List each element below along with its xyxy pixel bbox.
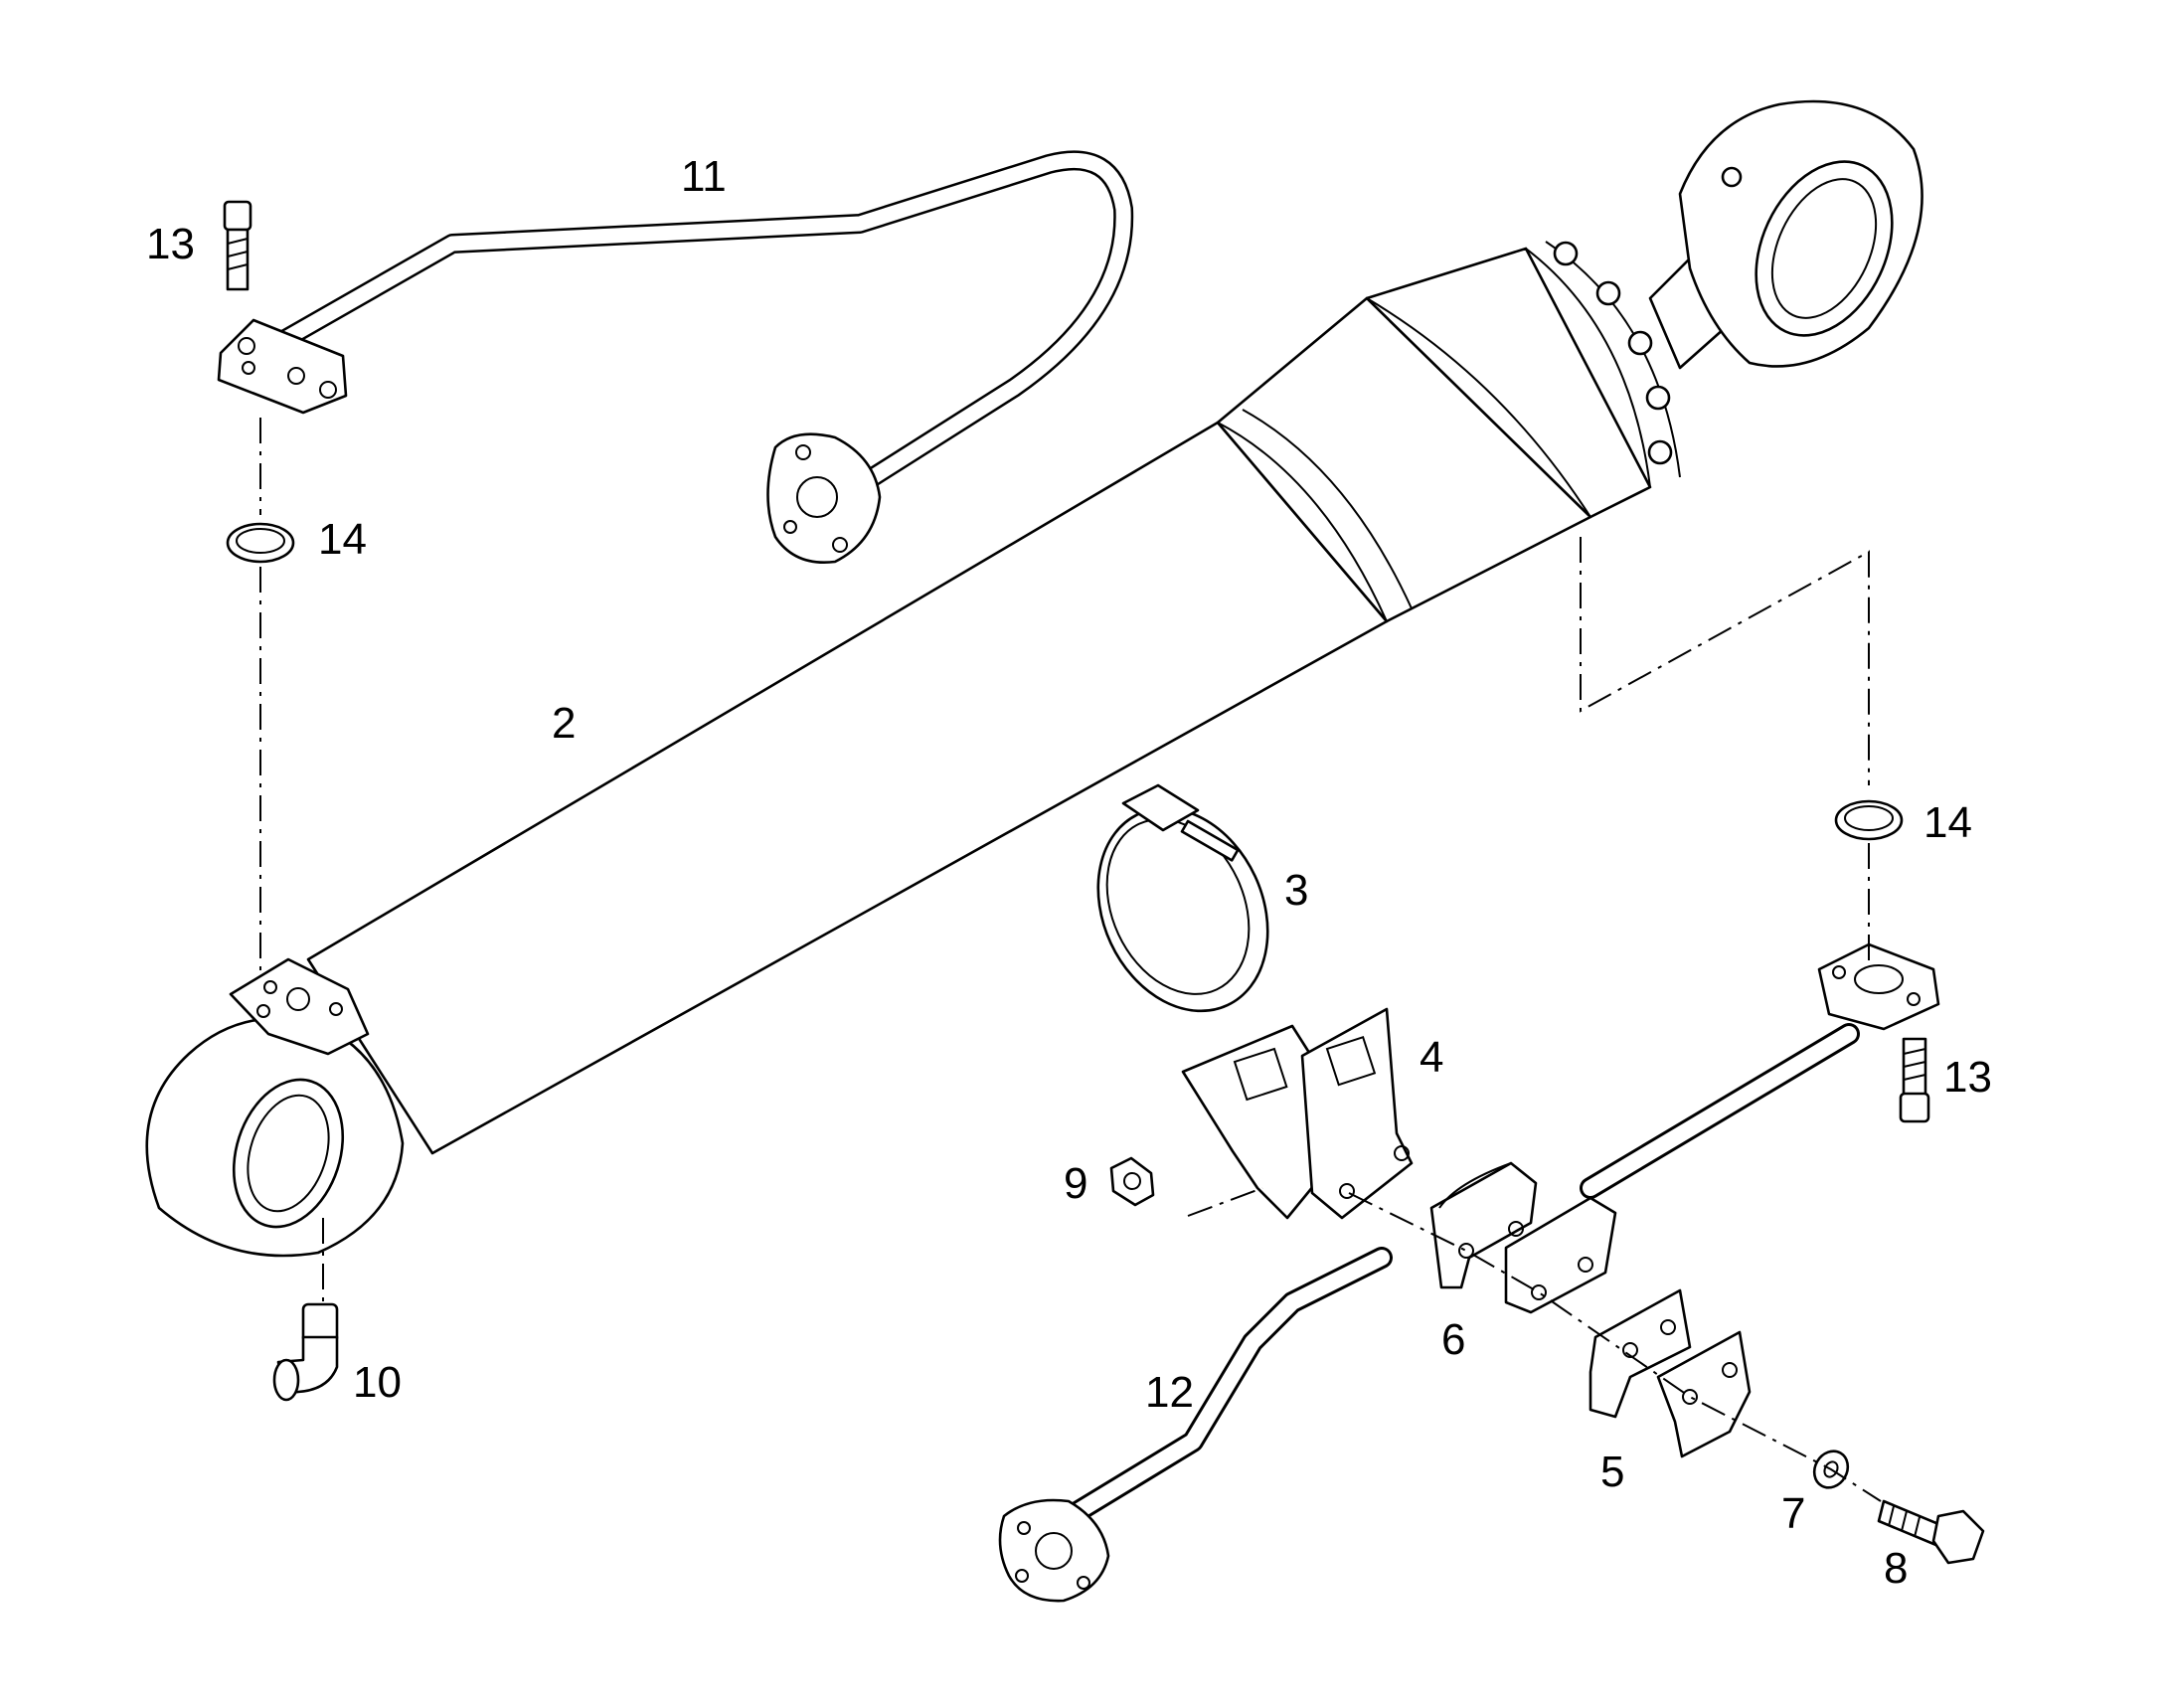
part-12-lower-pipe — [998, 942, 1940, 1603]
callout-12: 12 — [1145, 1368, 1194, 1417]
part-14-o-ring-top — [226, 522, 295, 564]
part-3-band-clamp — [1096, 783, 1269, 1013]
callout-13-right: 13 — [1943, 1053, 1992, 1102]
callout-2: 2 — [552, 699, 576, 748]
callout-7: 7 — [1781, 1489, 1805, 1538]
part-8-hex-bolt — [1877, 1499, 1985, 1565]
callout-14-right: 14 — [1923, 798, 1972, 847]
part-11-upper-pipe — [217, 150, 1134, 564]
part-5-pipe-clamp — [1588, 1288, 1752, 1458]
callout-3: 3 — [1284, 866, 1308, 915]
callout-13-top: 13 — [146, 220, 195, 268]
base-end-eye — [145, 957, 405, 1258]
callout-8: 8 — [1884, 1544, 1908, 1593]
part-14-o-ring-right — [1834, 799, 1904, 841]
part-2-hydraulic-cylinder — [145, 99, 1923, 1258]
part-4-bracket — [1181, 1007, 1414, 1220]
callout-10: 10 — [353, 1358, 402, 1407]
rod-end-eye — [1678, 99, 1923, 368]
part-13-bolt-right — [1899, 1037, 1930, 1123]
callout-4: 4 — [1420, 1033, 1443, 1082]
part-9-hex-nut — [1109, 1156, 1155, 1207]
callout-11: 11 — [681, 152, 727, 201]
part-10-elbow-fitting — [272, 1302, 339, 1402]
callout-5: 5 — [1600, 1448, 1624, 1496]
callout-14-top: 14 — [318, 515, 367, 564]
assembly-lines — [259, 418, 1882, 1502]
flange-bolts — [1553, 241, 1673, 465]
part-13-bolt-top — [223, 200, 252, 291]
callout-9: 9 — [1064, 1159, 1087, 1208]
callout-labels: 2 3 4 5 6 7 8 9 10 11 12 13 13 14 14 — [146, 152, 1992, 1593]
callout-6: 6 — [1441, 1315, 1465, 1364]
